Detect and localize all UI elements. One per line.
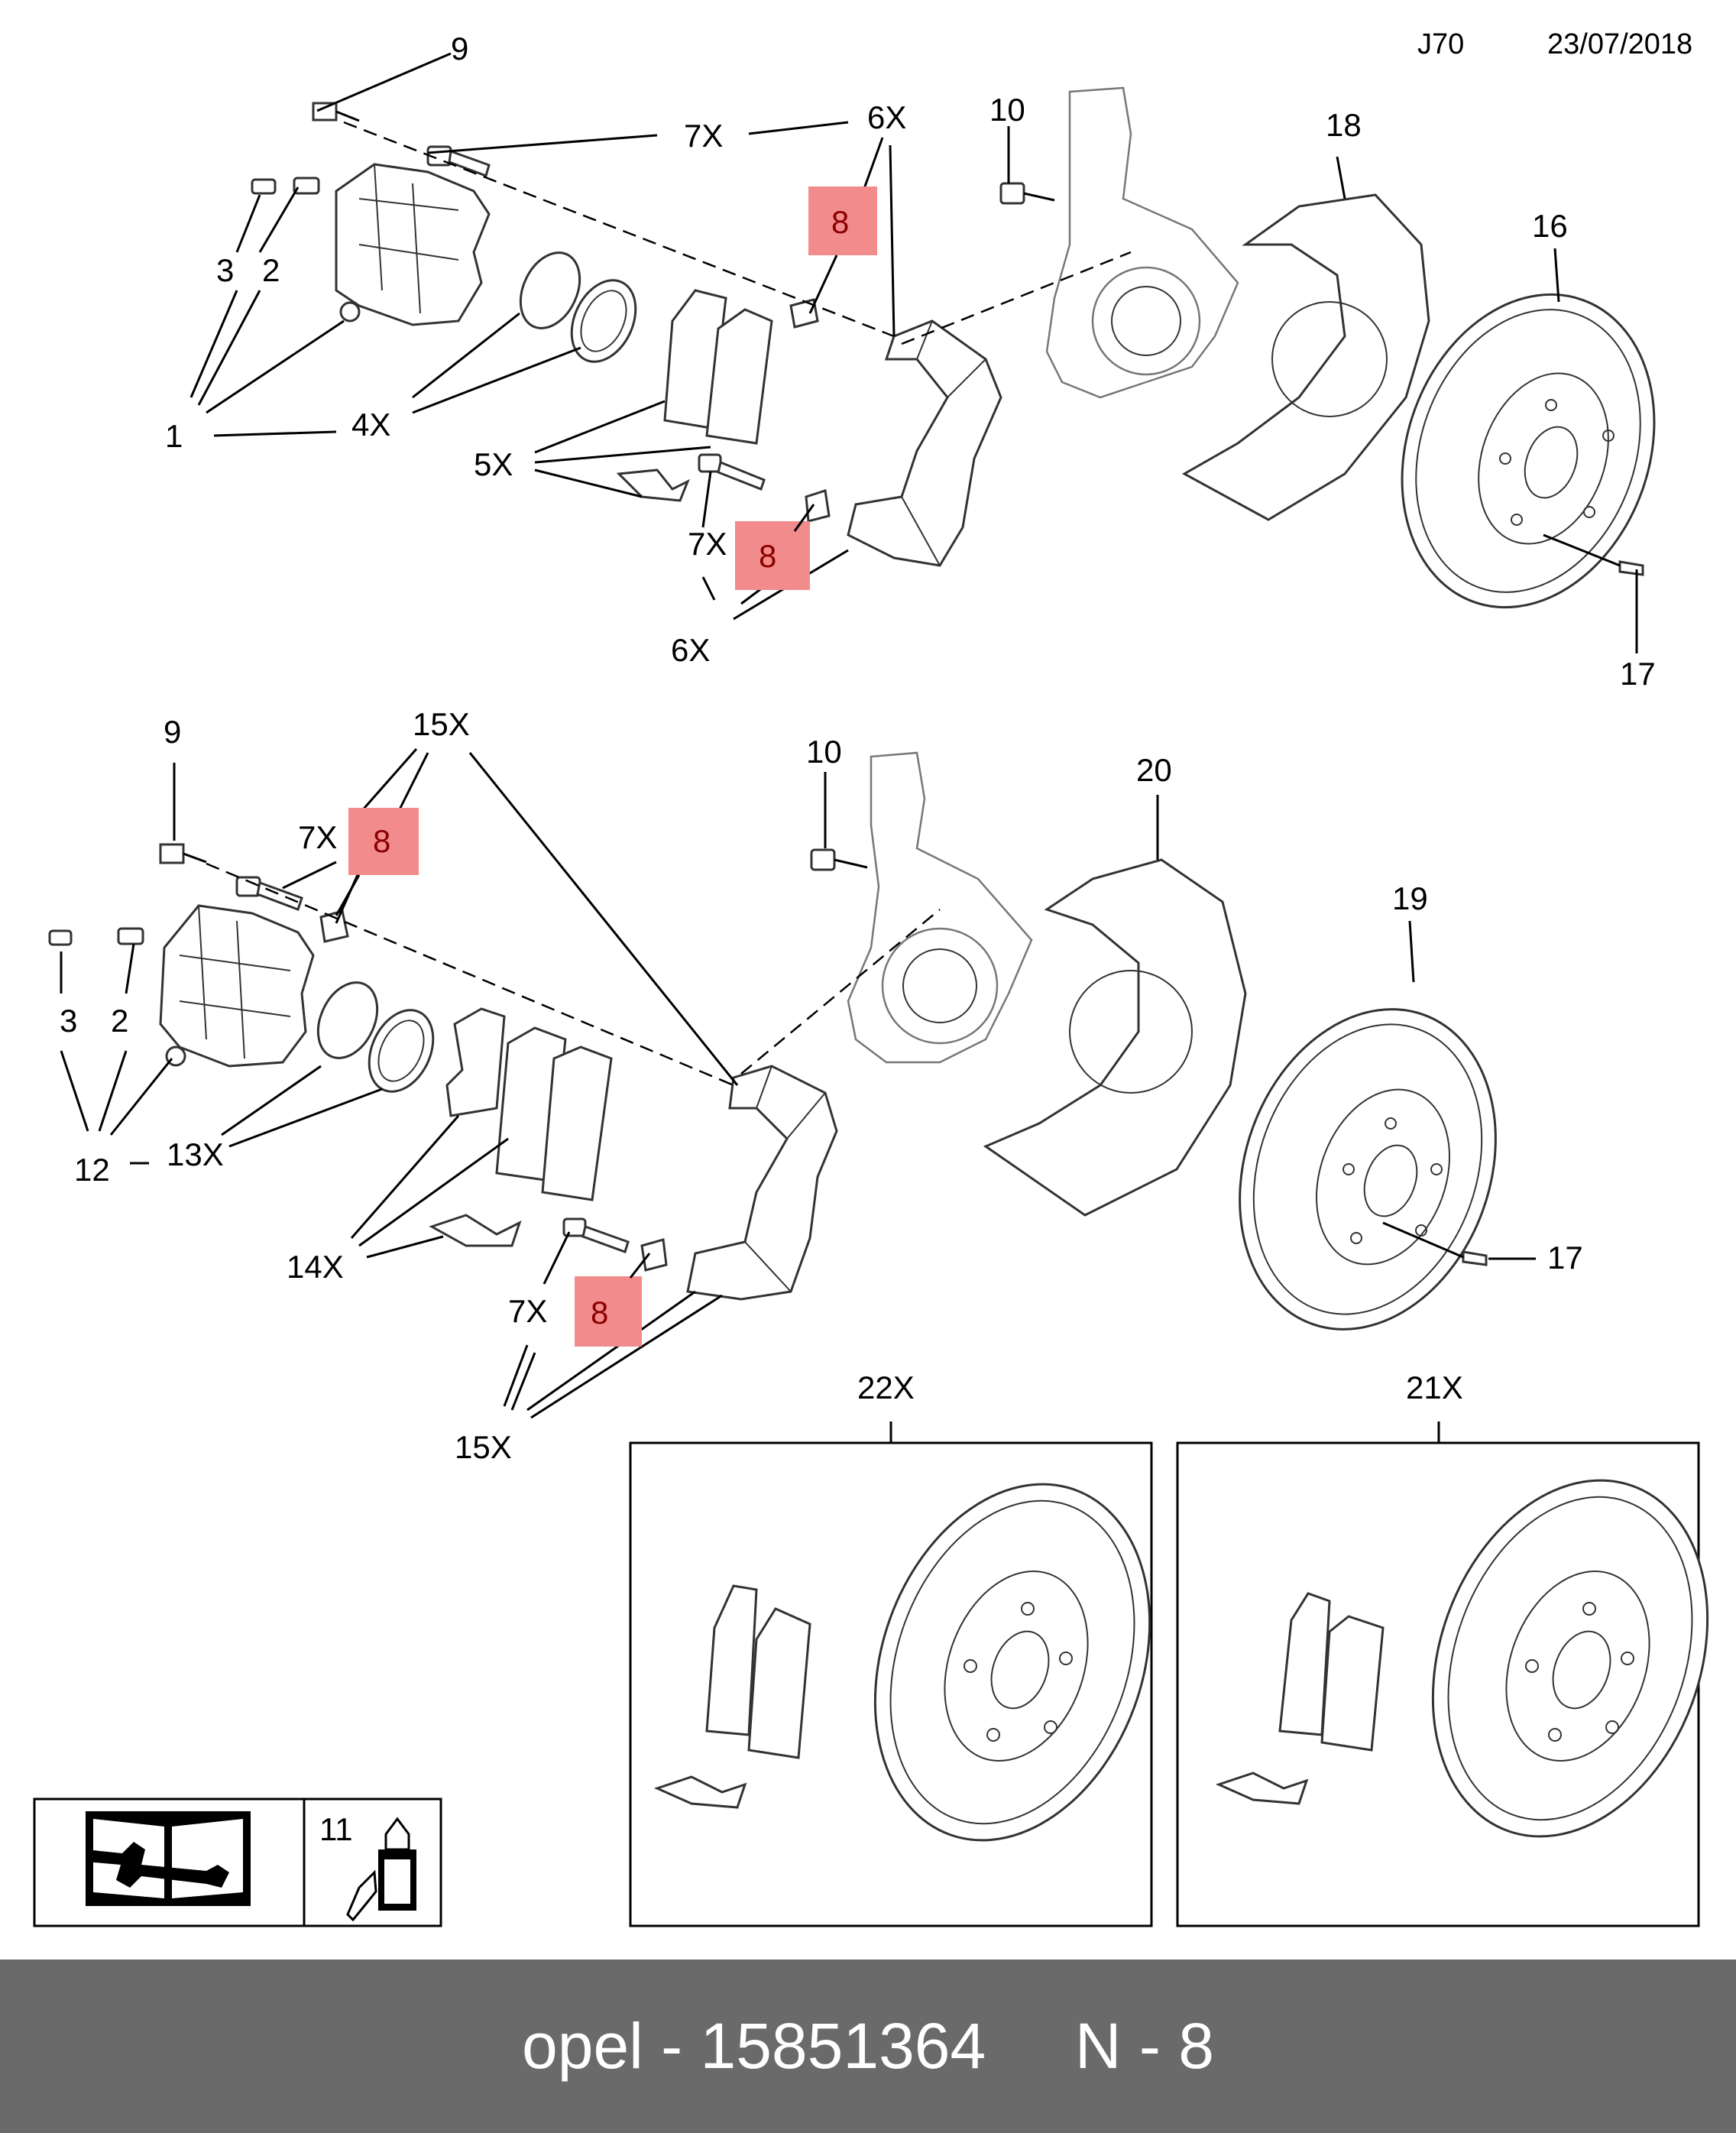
bolt-9-top <box>312 102 360 122</box>
callout-8-c: 8 <box>373 823 390 859</box>
highlight-box-8-top-lower <box>735 521 810 590</box>
legend-box <box>33 1797 442 1927</box>
bleeder-screw-top <box>251 177 320 195</box>
bolt-10-middle <box>810 848 868 871</box>
callout-15x-top: 15X <box>413 706 470 742</box>
pad-clip-top <box>616 468 690 502</box>
bushing-8-middle-upper <box>319 909 349 943</box>
piston-seal-middle <box>316 981 379 1059</box>
callout-1: 1 <box>165 418 183 454</box>
callout-14x: 14X <box>287 1249 344 1285</box>
dust-boot-top <box>570 279 637 363</box>
callout-2-middle: 2 <box>111 1003 128 1039</box>
callout-16: 16 <box>1532 208 1568 244</box>
brake-disc-16 <box>1401 293 1656 609</box>
callout-9-middle: 9 <box>164 714 181 750</box>
kit22-pad-inner <box>705 1584 758 1736</box>
brake-disc-19 <box>1239 1008 1497 1331</box>
callout-15x-bottom: 15X <box>455 1429 512 1465</box>
leader-lines-middle <box>60 748 1536 1419</box>
callout-9-top: 9 <box>451 31 468 66</box>
bushing-8-top-lower <box>805 489 831 523</box>
diagram-code: J70 <box>1417 28 1464 60</box>
callout-12: 12 <box>74 1152 110 1188</box>
callout-4x: 4X <box>351 407 390 442</box>
highlight-box-8-middle-lower <box>575 1276 642 1347</box>
kit22-pad-clip <box>653 1775 747 1809</box>
bushing-8-middle-lower <box>640 1238 668 1272</box>
manual-wrench-icon <box>86 1811 251 1906</box>
brake-pad-outer-middle <box>541 1045 613 1201</box>
callout-7x-mid: 7X <box>688 526 727 562</box>
splash-shield-18 <box>1181 193 1430 521</box>
guide-pin-middle <box>235 876 303 911</box>
pad-clip-middle <box>429 1214 522 1247</box>
kit21-pad-clip <box>1215 1772 1309 1805</box>
disc-screw-17-middle <box>1462 1250 1488 1266</box>
callout-11: 11 <box>319 1811 353 1847</box>
brake-caliper-top <box>335 163 491 326</box>
footer-bar <box>0 1960 1736 2133</box>
callout-8-b: 8 <box>759 538 776 574</box>
diagram-date: 23/07/2018 <box>1547 28 1692 60</box>
callout-10-middle: 10 <box>806 734 842 770</box>
splash-shield-20 <box>983 858 1247 1217</box>
bolt-9-middle <box>159 843 207 864</box>
brake-pad-outer-top <box>705 308 773 445</box>
bleeder-screw-middle <box>48 927 144 946</box>
callout-3-middle: 3 <box>60 1003 77 1039</box>
bolt-10-top <box>999 182 1055 205</box>
callout-5x: 5X <box>474 446 513 482</box>
callout-8-d: 8 <box>591 1295 608 1331</box>
kit22-pad-outer <box>747 1607 811 1759</box>
exploded-brake-diagram: J70 23/07/2018 <box>33 28 1709 1927</box>
callout-19: 19 <box>1392 880 1428 916</box>
dust-boot-middle <box>368 1009 435 1093</box>
callout-7x-d: 7X <box>508 1293 547 1329</box>
guide-pin-top-lower <box>698 453 766 491</box>
callout-18: 18 <box>1326 107 1362 143</box>
highlight-box-8-top-upper <box>808 186 877 255</box>
callout-20: 20 <box>1136 752 1172 788</box>
callout-8-a: 8 <box>831 204 849 240</box>
callout-7x-top: 7X <box>684 118 723 154</box>
part-number-caption: opel - 15851364 N - 8 <box>522 2010 1214 2082</box>
callout-3-top: 3 <box>216 252 234 288</box>
kit21-pad-inner <box>1278 1592 1331 1736</box>
piston-seal-top <box>519 251 581 329</box>
leader-lines-top <box>189 52 1638 653</box>
sealant-bottle-icon <box>346 1817 416 1922</box>
brake-caliper-middle <box>159 904 315 1068</box>
disc-screw-17-top <box>1618 560 1644 576</box>
callout-21x: 21X <box>1406 1370 1463 1405</box>
kit21-pad-outer <box>1320 1615 1385 1752</box>
guide-pin-middle-lower <box>562 1217 630 1253</box>
callout-7x-c: 7X <box>298 819 337 855</box>
callout-6x-bottom: 6X <box>671 632 710 668</box>
kit-box-22x <box>629 1441 1153 1927</box>
callout-17-middle: 17 <box>1547 1240 1583 1276</box>
caliper-carrier-top <box>847 319 1002 567</box>
pad-shim-middle <box>445 1007 506 1117</box>
kit22-disc <box>873 1483 1151 1842</box>
caliper-carrier-middle <box>686 1065 838 1301</box>
callout-10-top: 10 <box>989 92 1025 128</box>
kit21-disc <box>1431 1479 1709 1838</box>
callout-22x: 22X <box>857 1370 915 1405</box>
callout-17-top: 17 <box>1620 656 1656 692</box>
callout-6x-top: 6X <box>867 99 906 135</box>
callout-2-top: 2 <box>262 252 280 288</box>
highlight-box-8-middle-upper <box>348 808 419 875</box>
callout-13x: 13X <box>167 1136 224 1172</box>
